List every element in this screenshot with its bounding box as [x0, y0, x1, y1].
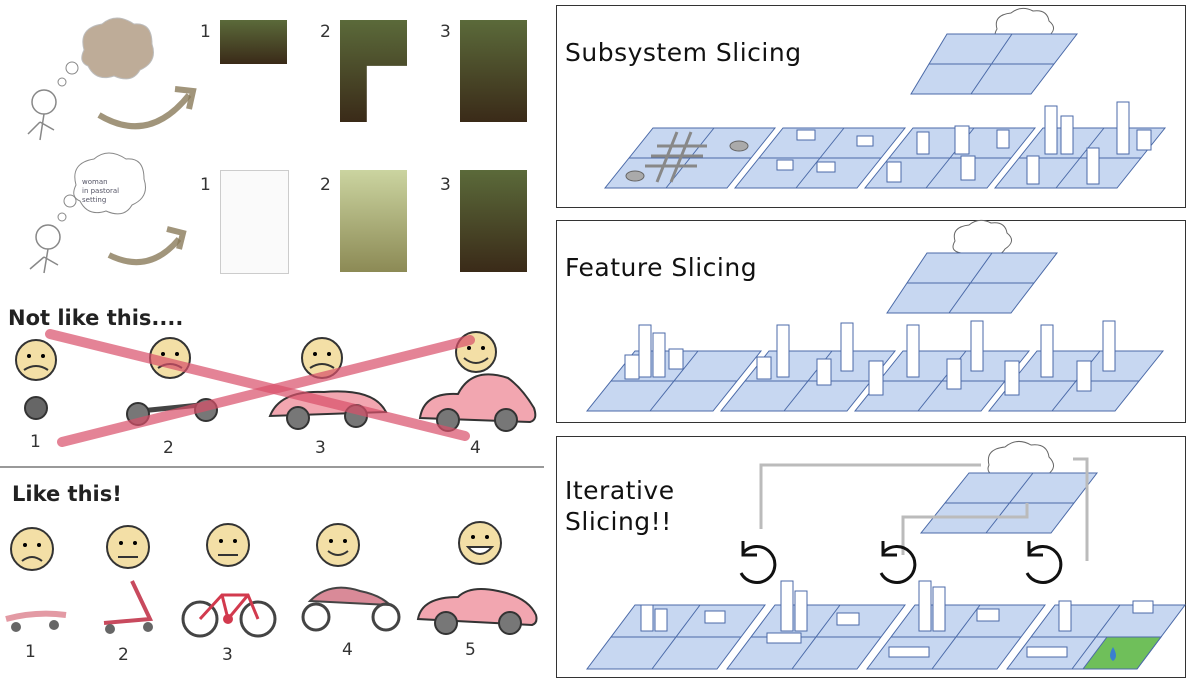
mona-lisa-partial-1: [220, 20, 287, 64]
not-step-2: 2: [163, 438, 174, 458]
mona-lisa-partial-2: [340, 20, 407, 122]
thought-tile: [919, 441, 1099, 534]
person-thinking-sketch-2: [29, 152, 146, 274]
iterative-tile-1: [586, 604, 766, 670]
mona-lisa-full-1: [460, 20, 527, 122]
subsystem-tile-2: [733, 127, 907, 189]
mona-lisa-sketch: [220, 170, 289, 274]
feedback-arrows: [759, 457, 1089, 561]
feature-tile-1: [585, 324, 763, 412]
bicycle: [181, 593, 277, 638]
cross-line-2: [57, 335, 475, 447]
not-like-this-drawing: [15, 329, 537, 447]
subsystem-slicing-panel: Subsystem Slicing: [556, 5, 1186, 208]
subsystem-diagram: [603, 7, 1167, 189]
like-this-drawing: [5, 521, 538, 638]
person-thinking-sketch: [27, 17, 154, 141]
like-step-4: 4: [342, 640, 353, 660]
angry-face-1: [15, 339, 57, 381]
mona-row2-step-3: 3: [440, 175, 451, 195]
thought-text: woman in pastoral setting: [82, 178, 120, 204]
feature-slicing-panel: Feature Slicing: [556, 219, 1186, 423]
sad-face: [10, 527, 54, 571]
like-step-1: 1: [25, 642, 36, 662]
feature-diagram: [585, 219, 1165, 412]
mona-row2-step-1: 1: [200, 175, 211, 195]
iterative-diagram: [586, 441, 1186, 670]
like-step-5: 5: [465, 640, 476, 660]
not-step-4: 4: [470, 438, 481, 458]
subsystem-tile-1: [603, 127, 777, 189]
iterative-tile-4: [1006, 600, 1186, 670]
smile-face: [316, 523, 360, 567]
curved-arrow: [97, 86, 197, 130]
like-this-label: Like this!: [12, 482, 122, 506]
mona-row1-step-1: 1: [200, 22, 211, 42]
iterative-slicing-panel: Iterative Slicing!!: [556, 436, 1186, 678]
mona-row2-step-2: 2: [320, 175, 331, 195]
skateboard: [5, 610, 67, 632]
thought-tile: [910, 7, 1079, 95]
neutral-face-2: [206, 523, 250, 567]
feature-tile-3: [853, 320, 1031, 412]
cross-line-1: [45, 329, 470, 441]
mona-lisa-full-2: [460, 170, 527, 272]
feature-tile-4: [987, 320, 1165, 412]
like-step-3: 3: [222, 645, 233, 665]
thought-tile: [886, 219, 1059, 314]
subsystem-tile-3: [863, 125, 1037, 189]
refresh-icon: [739, 541, 1063, 584]
subsystem-tile-4: [993, 101, 1167, 189]
convertible-car: [416, 588, 538, 635]
panel-title: Subsystem Slicing: [565, 38, 802, 67]
scooter: [103, 580, 154, 634]
mona-row1-step-2: 2: [320, 22, 331, 42]
wheel-only: [24, 396, 48, 420]
not-step-3: 3: [315, 438, 326, 458]
big-smile-face: [458, 521, 502, 565]
not-step-1: 1: [30, 432, 41, 452]
mona-lisa-colored-sketch: [340, 170, 407, 272]
panel-title: Iterative Slicing!!: [565, 476, 675, 536]
divider: [0, 466, 544, 468]
full-car: [418, 373, 537, 432]
like-step-2: 2: [118, 645, 129, 665]
iterative-tile-3: [866, 580, 1046, 670]
iterative-tile-2: [726, 580, 906, 670]
feature-tile-2: [719, 322, 897, 412]
neutral-face-1: [106, 525, 150, 569]
mona-row1-step-3: 3: [440, 22, 451, 42]
curved-arrow-2: [107, 226, 187, 266]
not-like-this-label: Not like this....: [8, 306, 184, 330]
panel-title: Feature Slicing: [565, 253, 758, 282]
motorcycle: [301, 586, 401, 632]
